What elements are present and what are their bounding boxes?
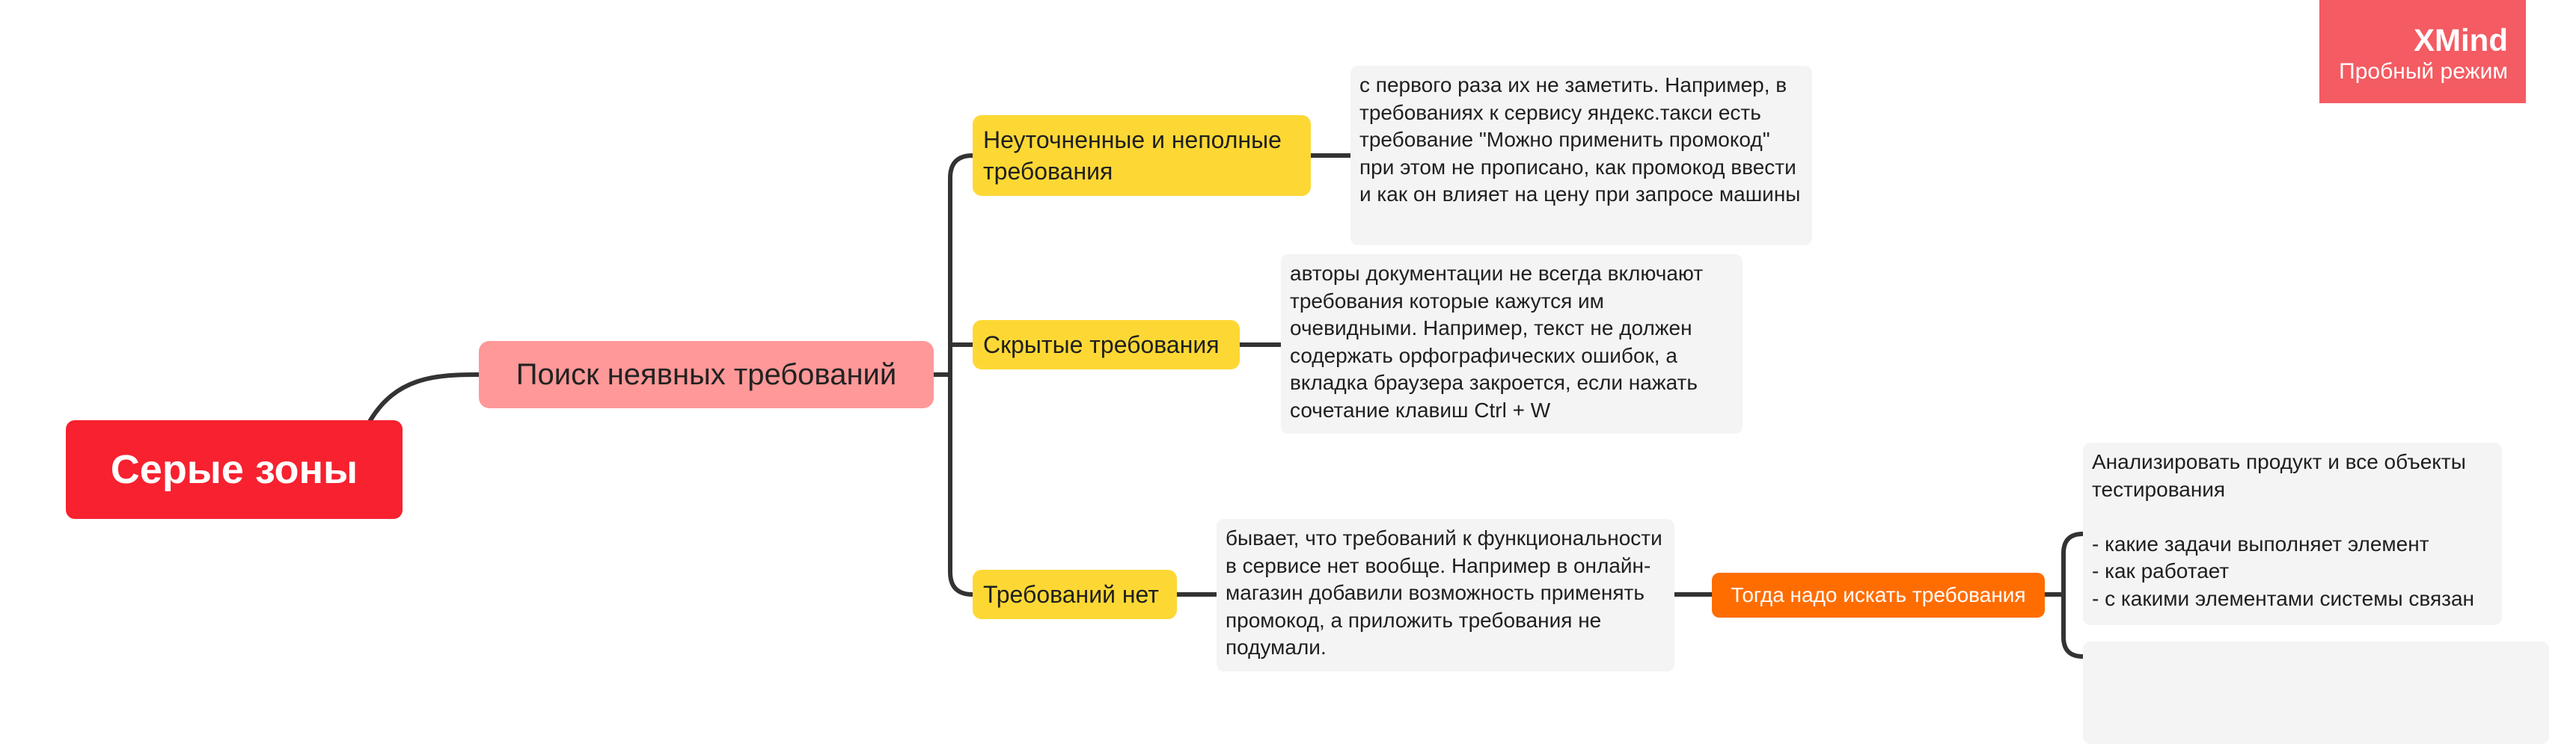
- note-text: с первого раза их не заметить. Например,…: [1359, 73, 1801, 206]
- topic-search-requirements-label: Тогда надо искать требования: [1731, 583, 2026, 606]
- note-unclear-requirements[interactable]: с первого раза их не заметить. Например,…: [1350, 66, 1812, 245]
- note-text: бывает, что требований к функциональност…: [1226, 526, 1662, 659]
- root-topic[interactable]: Серые зоны: [66, 420, 403, 519]
- subtopic-unclear-requirements[interactable]: Неуточненные и неполные требования: [973, 115, 1311, 196]
- subtopic-label: Требований нет: [983, 581, 1159, 608]
- main-topic-label: Поиск неявных требований: [515, 357, 897, 391]
- connector-root-main: [368, 372, 481, 422]
- note-analyze-product[interactable]: Анализировать продукт и все объекты тест…: [2083, 443, 2502, 625]
- watermark-brand: XMind: [2414, 22, 2508, 58]
- watermark-mode: Пробный режим: [2339, 59, 2508, 84]
- subtopic-hidden-requirements[interactable]: Скрытые требования: [973, 320, 1240, 369]
- connector-children-bracket: [2061, 532, 2085, 659]
- main-topic[interactable]: Поиск неявных требований: [479, 341, 934, 408]
- note-text: авторы документации не всегда включают т…: [1290, 262, 1704, 422]
- subtopic-no-requirements[interactable]: Требований нет: [973, 570, 1177, 619]
- note-hidden-requirements[interactable]: авторы документации не всегда включают т…: [1281, 254, 1743, 434]
- connector-subtopic-bracket: [948, 153, 975, 597]
- note-empty[interactable]: [2083, 642, 2549, 744]
- subtopic-label: Неуточненные и неполные требования: [983, 126, 1282, 185]
- topic-search-requirements[interactable]: Тогда надо искать требования: [1712, 573, 2045, 618]
- note-text: Анализировать продукт и все объекты тест…: [2092, 450, 2474, 610]
- subtopic-label: Скрытые требования: [983, 331, 1220, 358]
- root-topic-label: Серые зоны: [110, 447, 358, 492]
- trial-watermark: XMind Пробный режим: [2319, 0, 2526, 103]
- note-no-requirements[interactable]: бывает, что требований к функциональност…: [1217, 519, 1674, 671]
